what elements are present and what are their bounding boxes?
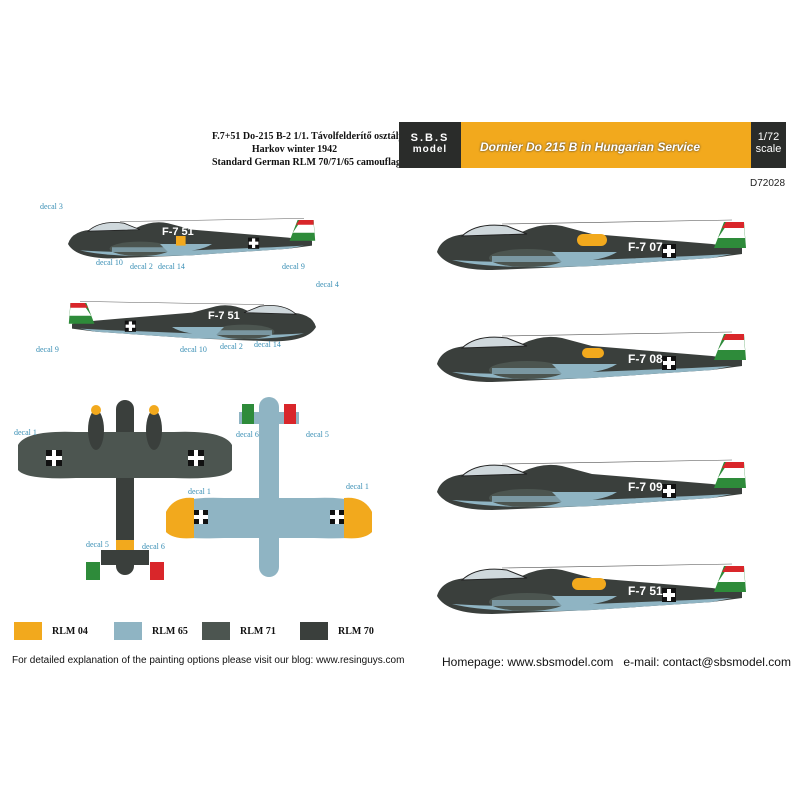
decal-label: decal 1: [14, 428, 37, 437]
decal-label: decal 10: [96, 258, 123, 267]
profile-left-bottom: [52, 295, 332, 351]
decal-label: decal 4: [316, 280, 339, 289]
code-left-bottom: F-7 51: [208, 310, 240, 322]
product-code: D72028: [750, 178, 786, 189]
decal-label: decal 9: [282, 262, 305, 271]
swatch-rlm71: [202, 622, 230, 640]
decal-label: decal 14: [254, 340, 281, 349]
code-left-top: F-7 51: [162, 226, 194, 238]
scale-value: 1/72: [757, 131, 780, 143]
profile-right-2: [432, 324, 752, 394]
decal-label: decal 6: [236, 430, 259, 439]
profile-title: F.7+51 Do-215 B-2 1/1. Távolfelderítő os…: [212, 130, 490, 184]
decal-label: decal 3: [40, 202, 63, 211]
code-right-1: F-7 07: [628, 240, 663, 254]
footer-contact: Homepage: www.sbsmodel.com e-mail: conta…: [442, 655, 791, 669]
swatch-rlm65: [114, 622, 142, 640]
title-line-2: Harkov winter 1942: [251, 144, 338, 155]
decal-label: decal 2: [220, 342, 243, 351]
title-line-1: F.7+51 Do-215 B-2 1/1. Távolfelderítő os…: [212, 131, 490, 142]
profile-right-4: [432, 556, 752, 626]
decal-label: decal 9: [36, 345, 59, 354]
decal-label: decal 10: [180, 345, 207, 354]
legend-label-rlm65: RLM 65: [152, 626, 188, 637]
decal-label: decal 2: [130, 262, 153, 271]
footer-blog-note: For detailed explanation of the painting…: [12, 655, 405, 666]
code-right-2: F-7 08: [628, 352, 663, 366]
decal-label: decal 14: [158, 262, 185, 271]
swatch-rlm04: [14, 622, 42, 640]
scale-box: 1/72 scale: [751, 122, 786, 168]
code-right-4: F-7 51: [628, 584, 663, 598]
decal-label: decal 1: [188, 487, 211, 496]
decal-label: decal 5: [86, 540, 109, 549]
logo-line-1: S.B.S: [410, 132, 450, 144]
legend-label-rlm71: RLM 71: [240, 626, 276, 637]
decal-label: decal 1: [346, 482, 369, 491]
profile-right-1: [432, 212, 752, 282]
decal-label: decal 6: [142, 542, 165, 551]
profile-right-3: [432, 452, 752, 522]
bottom-view-plan: [166, 397, 372, 577]
scale-word: scale: [755, 143, 782, 155]
legend-label-rlm70: RLM 70: [338, 626, 374, 637]
decal-label: decal 5: [306, 430, 329, 439]
sheet-title: Dornier Do 215 B in Hungarian Service: [479, 140, 701, 154]
profile-left-top: [52, 212, 332, 268]
legend-label-rlm04: RLM 04: [52, 626, 88, 637]
swatch-rlm70: [300, 622, 328, 640]
code-right-3: F-7 09: [628, 480, 663, 494]
top-view-plan: [18, 400, 232, 580]
title-line-3: Standard German RLM 70/71/65 camouflage: [212, 157, 406, 168]
logo-line-2: model: [412, 144, 448, 155]
sbs-logo: S.B.S model: [399, 122, 461, 168]
